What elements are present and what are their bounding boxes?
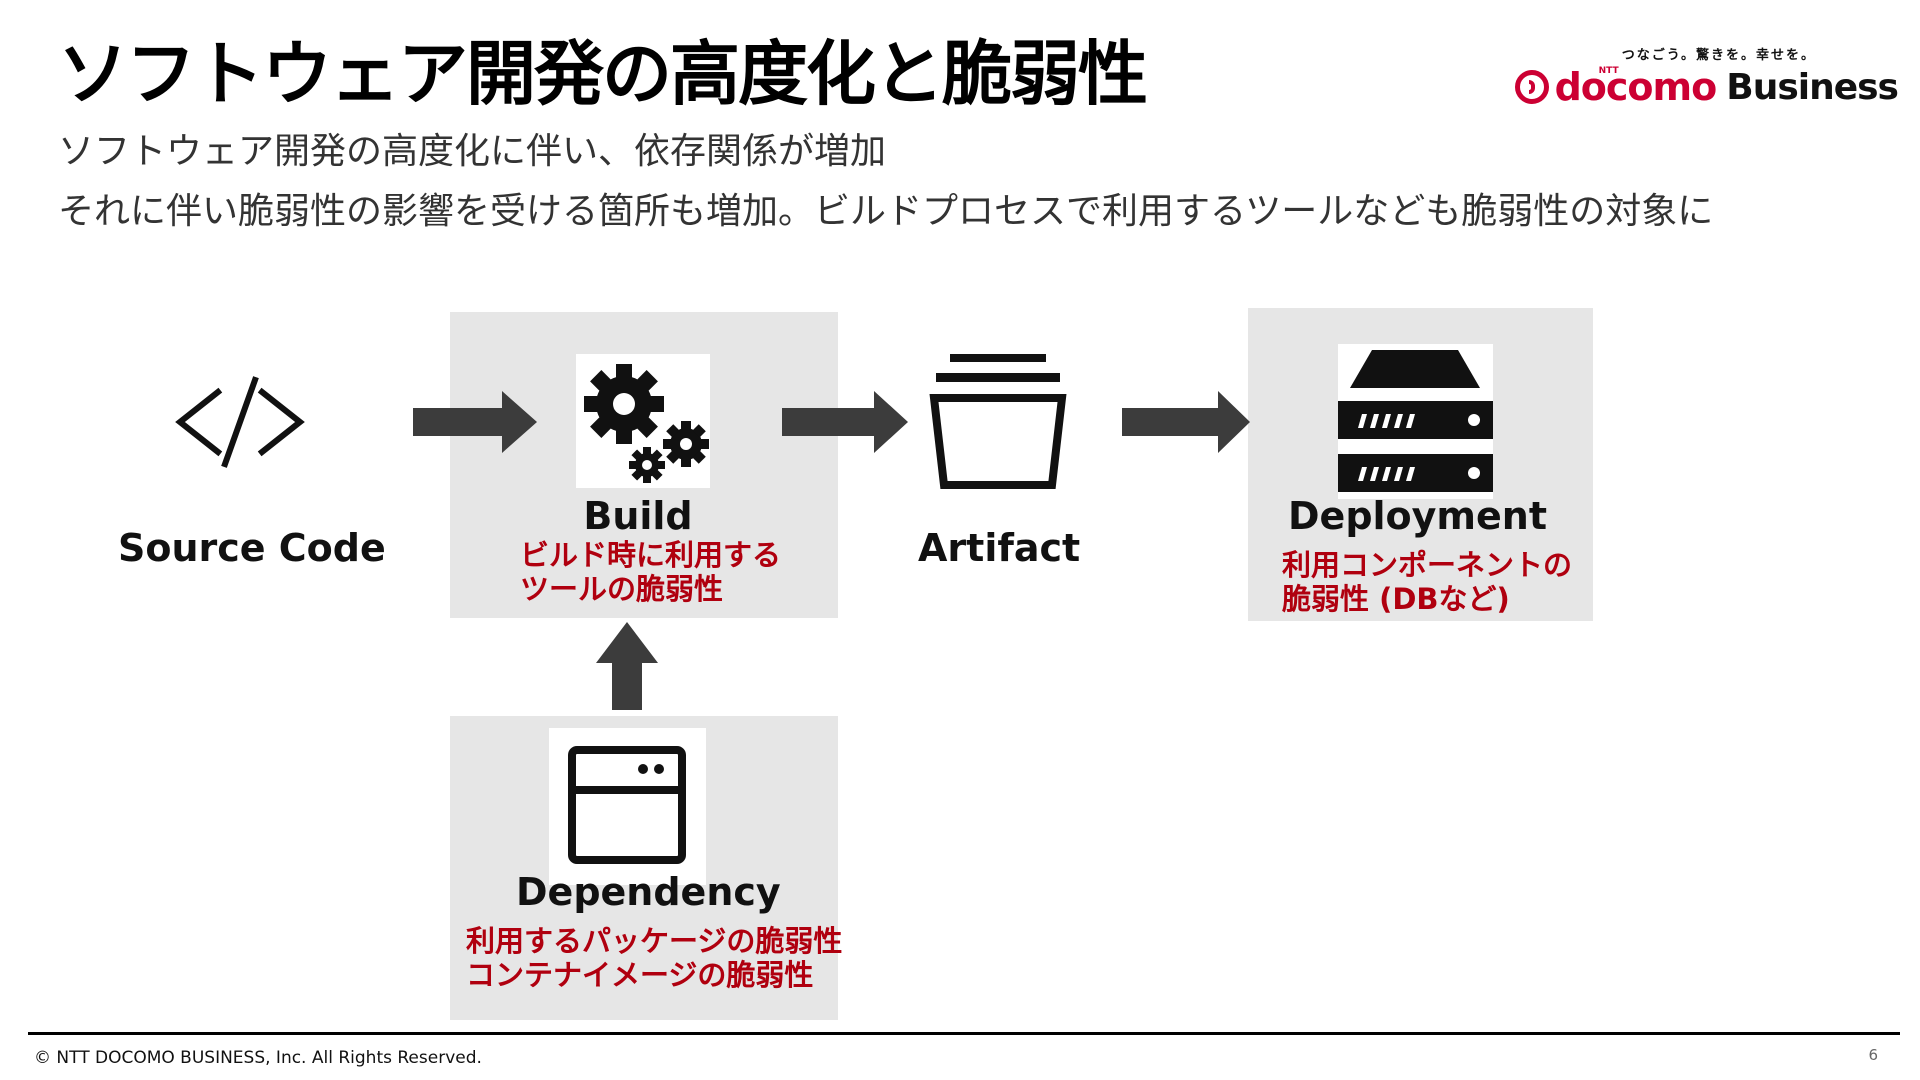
node-label-source-code: Source Code <box>118 526 386 570</box>
logo-ntt: NTT <box>1598 66 1619 76</box>
arrow-artifact-to-deployment <box>1122 391 1250 453</box>
logo-d-mark-icon <box>1514 70 1549 104</box>
company-logo: つなごう。驚きを。幸せを。 NTT docomo Business <box>1514 44 1899 109</box>
page-number: 6 <box>1868 1046 1878 1064</box>
dependency-note-line-2: コンテナイメージの脆弱性 <box>466 958 814 992</box>
node-label-artifact: Artifact <box>918 526 1081 570</box>
dependency-note-line-1: 利用するパッケージの脆弱性 <box>466 924 843 958</box>
deployment-icon-tile <box>1338 344 1493 499</box>
build-note: ビルド時に利用する ツールの脆弱性 <box>520 538 781 606</box>
logo-tagline: つなごう。驚きを。幸せを。 <box>1621 48 1816 63</box>
build-icon-tile <box>576 354 710 488</box>
build-note-line-2: ツールの脆弱性 <box>520 572 724 606</box>
node-label-dependency: Dependency <box>516 870 781 914</box>
logo-docomo: docomo <box>1554 65 1718 109</box>
subtitle-line-1: ソフトウェア開発の高度化に伴い、依存関係が増加 <box>58 131 887 172</box>
artifact-box-icon <box>929 354 1067 489</box>
build-note-line-1: ビルド時に利用する <box>520 538 782 572</box>
subtitle-line-2: それに伴い脆弱性の影響を受ける箇所も増加。ビルドプロセスで利用するツールなども脆… <box>58 191 1714 232</box>
logo-business: Business <box>1726 66 1899 108</box>
deployment-note-line-1: 利用コンポーネントの <box>1282 548 1573 582</box>
deployment-note-line-2: 脆弱性 (DBなど) <box>1282 582 1510 616</box>
footer-divider <box>28 1032 1900 1035</box>
arrow-dependency-to-build <box>596 622 658 710</box>
node-label-build: Build <box>583 494 693 538</box>
dependency-note: 利用するパッケージの脆弱性 コンテナイメージの脆弱性 <box>466 924 842 992</box>
deployment-note: 利用コンポーネントの 脆弱性 (DBなど) <box>1282 548 1572 616</box>
footer-copyright: © NTT DOCOMO BUSINESS, Inc. All Rights R… <box>34 1048 482 1068</box>
code-icon <box>175 376 305 468</box>
logo-wordmark: NTT docomo Business <box>1514 65 1899 109</box>
dependency-icon-tile <box>549 728 706 885</box>
node-label-deployment: Deployment <box>1288 494 1548 538</box>
slide-title: ソフトウェア開発の高度化と脆弱性 <box>58 33 1148 115</box>
